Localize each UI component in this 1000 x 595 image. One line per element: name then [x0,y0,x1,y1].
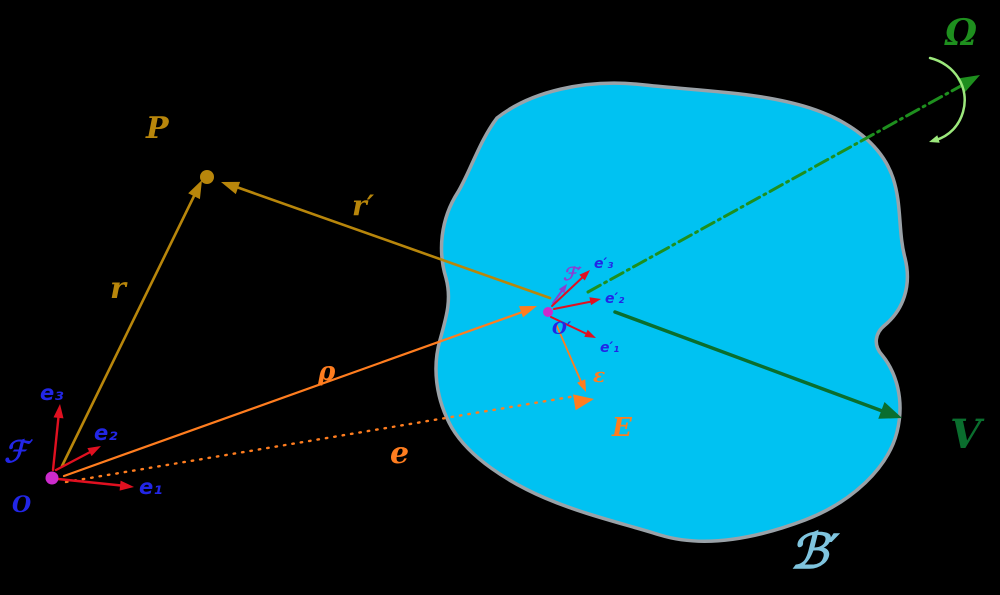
vector-rho-arrowhead-icon [519,306,537,318]
e3-axis-arrowhead-icon [53,404,64,419]
f-prime-pointer-arrowhead-icon [558,284,567,294]
velocity-line [613,310,887,414]
velocity-arrowhead-icon [878,402,902,419]
vector-e-dotted-line [64,394,578,484]
e2-prime-axis-line [553,300,595,310]
vector-r-line [60,190,198,468]
e3-prime-arrowhead-icon [579,270,590,281]
omega-label: Ω [944,12,977,54]
vector-rho-label: ρ [317,357,336,387]
vector-r-label: r [110,271,128,306]
body-b-prime-label: ℬ′ [790,524,841,580]
rigid-body-blob [434,81,910,543]
e2-prime-label: e′₂ [605,291,625,307]
e3-axis-line [51,410,61,472]
frame-f-prime-label: ℱ′ [563,264,582,285]
vector-r-prime-line [226,182,552,300]
vector-e-label: e [390,436,409,471]
e2-axis-arrowhead-icon [87,446,101,457]
e1-prime-axis-line [550,316,590,336]
spin-arc-arrowhead-icon [929,135,940,143]
vector-r-prime-arrowhead-icon [221,181,241,195]
epsilon-label: ε [593,363,605,387]
e2-axis-line [54,448,96,472]
vector-epsilon-line [555,323,584,387]
point-p: P [145,111,214,184]
point-p-dot [200,170,214,184]
e1-prime-label: e′₁ [600,340,619,356]
point-p-label: P [145,111,170,146]
e1-label: e₁ [139,475,162,499]
e3-prime-axis-line [551,274,586,307]
vector-epsilon-arrowhead-icon [577,379,586,392]
e1-prime-arrowhead-icon [584,329,596,338]
moving-frame: e′₃ e′₂ e′₁ ℱ′ O′ [543,256,625,356]
vector-rho-line [62,308,530,478]
e3-label: e₃ [40,381,63,405]
origin-o-prime-label: O′ [552,319,572,339]
e1-axis-arrowhead-icon [119,480,134,491]
vector-r: r [60,180,202,468]
vector-rho: ρ [62,306,537,478]
origin-o-label: O [12,492,31,518]
e3-prime-label: e′₃ [594,256,613,272]
vector-epsilon: ε [555,323,605,392]
velocity-vector: V [613,310,985,458]
spin-direction-arc [928,56,966,142]
omega-axis-line [586,80,970,294]
angular-velocity-axis: Ω [586,12,980,294]
vector-r-arrowhead-icon [188,180,202,200]
e2-prime-arrowhead-icon [589,297,601,306]
vector-r-prime-label: r′ [352,189,375,222]
vector-r-prime: r′ [221,181,552,300]
e1-axis-line [56,477,128,488]
vector-e: e E [64,394,633,484]
e2-label: e₂ [94,421,118,445]
vector-e-arrowhead-icon [573,394,594,411]
origin-o-dot [45,471,59,485]
point-e-label: E [611,413,633,443]
origin-o-prime-dot [543,307,553,317]
velocity-label: V [950,411,985,458]
fixed-frame: e₁ e₂ e₃ ℱ O [4,381,162,518]
